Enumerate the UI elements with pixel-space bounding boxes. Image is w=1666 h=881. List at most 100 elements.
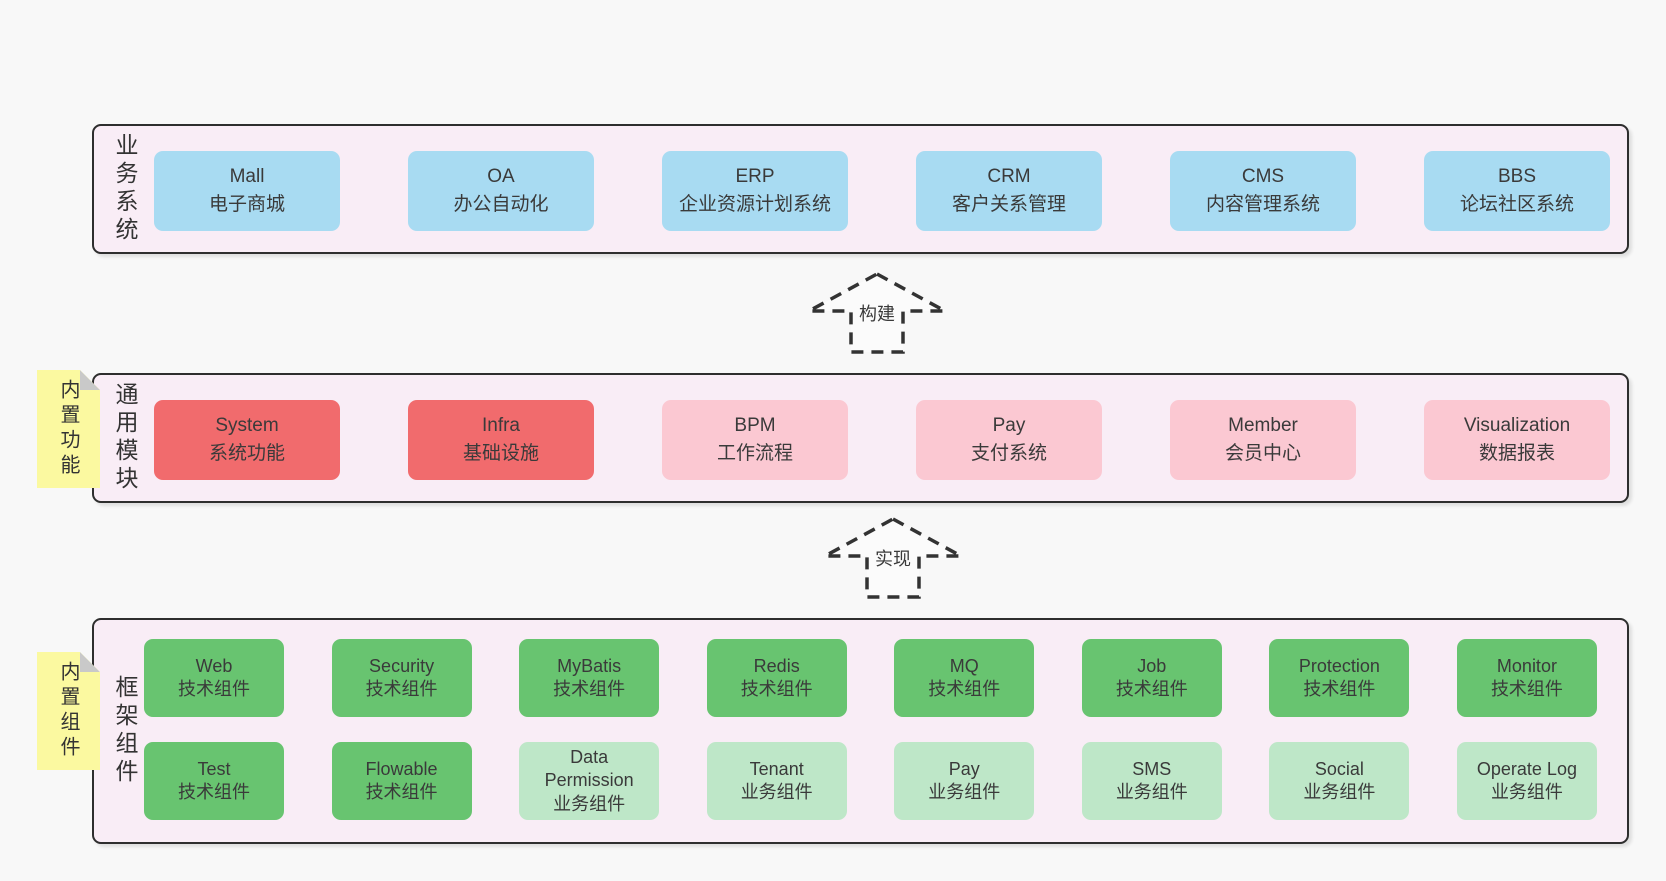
box-redis: Redis 技术组件 — [706, 639, 847, 717]
box-subtitle: 电子商城 — [208, 194, 285, 215]
box-tenant: Tenant 业务组件 — [706, 742, 847, 820]
box-subtitle: 系统功能 — [208, 443, 285, 464]
box-subtitle: 技术组件 — [740, 679, 813, 699]
box-subtitle: 技术组件 — [365, 782, 438, 802]
box-title: CRM — [987, 166, 1031, 188]
box-mybatis: MyBatis 技术组件 — [519, 639, 660, 717]
box-subtitle: 会员中心 — [1224, 443, 1301, 464]
band-components-label: 框架组件 — [112, 675, 138, 787]
box-sms: SMS 业务组件 — [1081, 742, 1222, 820]
box-bpm: BPM 工作流程 — [662, 400, 848, 480]
box-security: Security 技术组件 — [331, 639, 472, 717]
box-title: Operate Log — [1476, 758, 1577, 779]
box-subtitle: 业务组件 — [928, 782, 1001, 802]
box-operate-log: Operate Log 业务组件 — [1456, 742, 1597, 820]
box-web: Web 技术组件 — [144, 639, 284, 717]
box-subtitle: 办公自动化 — [453, 194, 549, 215]
box-subtitle: 技术组件 — [928, 679, 1001, 699]
box-protection: Protection 技术组件 — [1269, 639, 1410, 717]
box-title: OA — [487, 166, 515, 188]
box-system: System 系统功能 — [154, 400, 340, 480]
sticky-note-builtin-features: 内置功能 — [37, 370, 100, 488]
box-subtitle: 内容管理系统 — [1205, 194, 1320, 215]
band-business-systems: 业务系统 Mall 电子商城 OA 办公自动化 ERP 企业资源计划系统 CRM… — [92, 124, 1629, 254]
box-mq: MQ 技术组件 — [894, 639, 1035, 717]
band-framework-components: 框架组件 Web 技术组件 Security 技术组件 MyBatis 技术组件… — [92, 618, 1629, 844]
box-subtitle: 工作流程 — [716, 443, 793, 464]
box-pay-component: Pay 业务组件 — [894, 742, 1035, 820]
box-title: Infra — [481, 415, 521, 437]
box-infra: Infra 基础设施 — [408, 400, 594, 480]
box-title: Visualization — [1463, 415, 1571, 437]
box-subtitle: 数据报表 — [1478, 443, 1555, 464]
box-oa: OA 办公自动化 — [408, 151, 594, 231]
box-subtitle: 业务组件 — [1303, 782, 1376, 802]
box-title: Flowable — [365, 758, 438, 779]
box-monitor: Monitor 技术组件 — [1456, 639, 1597, 717]
box-title: Pay — [948, 758, 980, 779]
box-title: System — [215, 415, 279, 437]
box-test: Test 技术组件 — [144, 742, 284, 820]
box-title: Web — [195, 655, 233, 676]
box-crm: CRM 客户关系管理 — [916, 151, 1102, 231]
box-title: Security — [369, 655, 435, 676]
box-title: Test — [197, 758, 231, 779]
sticky-note-builtin-components: 内置组件 — [37, 652, 100, 770]
box-subtitle: 业务组件 — [1490, 782, 1563, 802]
implement-arrow-label: 实现 — [872, 544, 914, 572]
box-subtitle: 业务组件 — [553, 793, 626, 814]
box-title: Protection — [1298, 655, 1380, 676]
box-subtitle: 客户关系管理 — [951, 194, 1066, 215]
box-erp: ERP 企业资源计划系统 — [662, 151, 848, 231]
box-subtitle: 业务组件 — [1115, 782, 1188, 802]
build-arrow-label: 构建 — [856, 299, 898, 327]
box-subtitle: 技术组件 — [553, 679, 626, 699]
box-subtitle: 业务组件 — [740, 782, 813, 802]
box-subtitle: 技术组件 — [1303, 679, 1376, 699]
box-title: Tenant — [749, 758, 804, 779]
box-title: CMS — [1241, 166, 1285, 188]
box-data-permission: Data Permission 业务组件 — [519, 742, 660, 820]
box-job: Job 技术组件 — [1081, 639, 1222, 717]
box-cms: CMS 内容管理系统 — [1170, 151, 1356, 231]
band-business-label: 业务系统 — [112, 133, 138, 245]
box-subtitle: 支付系统 — [970, 443, 1047, 464]
box-title: ERP — [735, 166, 775, 188]
implement-arrow: 实现 — [822, 516, 964, 600]
components-box-row-2: Test 技术组件 Flowable 技术组件 Data Permission … — [144, 742, 1597, 820]
box-title: Mall — [229, 166, 265, 188]
box-flowable: Flowable 技术组件 — [331, 742, 472, 820]
box-title: Redis — [753, 655, 800, 676]
box-title: BBS — [1497, 166, 1537, 188]
box-subtitle: 技术组件 — [1490, 679, 1563, 699]
box-bbs: BBS 论坛社区系统 — [1424, 151, 1610, 231]
box-subtitle: 论坛社区系统 — [1459, 194, 1574, 215]
box-visualization: Visualization 数据报表 — [1424, 400, 1610, 480]
box-title: Data Permission — [544, 747, 634, 791]
band-common-modules: 通用模块 System 系统功能 Infra 基础设施 BPM 工作流程 Pay… — [92, 373, 1629, 503]
box-subtitle: 基础设施 — [462, 443, 539, 464]
box-member: Member 会员中心 — [1170, 400, 1356, 480]
box-title: Job — [1137, 655, 1167, 676]
box-title: MQ — [949, 655, 979, 676]
box-pay-module: Pay 支付系统 — [916, 400, 1102, 480]
box-subtitle: 技术组件 — [178, 679, 250, 699]
build-arrow: 构建 — [806, 271, 948, 355]
box-subtitle: 企业资源计划系统 — [678, 194, 831, 215]
box-title: Member — [1228, 415, 1298, 437]
box-subtitle: 技术组件 — [1115, 679, 1188, 699]
box-title: BPM — [734, 415, 776, 437]
sticky-note-text: 内置功能 — [57, 379, 79, 479]
box-title: Social — [1314, 758, 1364, 779]
modules-box-row: System 系统功能 Infra 基础设施 BPM 工作流程 Pay 支付系统… — [154, 400, 1610, 480]
components-box-row-1: Web 技术组件 Security 技术组件 MyBatis 技术组件 Redi… — [144, 639, 1597, 717]
box-mall: Mall 电子商城 — [154, 151, 340, 231]
sticky-note-text: 内置组件 — [57, 661, 79, 761]
box-subtitle: 技术组件 — [178, 782, 250, 802]
box-social: Social 业务组件 — [1269, 742, 1410, 820]
box-subtitle: 技术组件 — [365, 679, 438, 699]
box-title: SMS — [1132, 758, 1172, 779]
band-modules-label: 通用模块 — [112, 382, 138, 494]
box-title: MyBatis — [557, 655, 622, 676]
